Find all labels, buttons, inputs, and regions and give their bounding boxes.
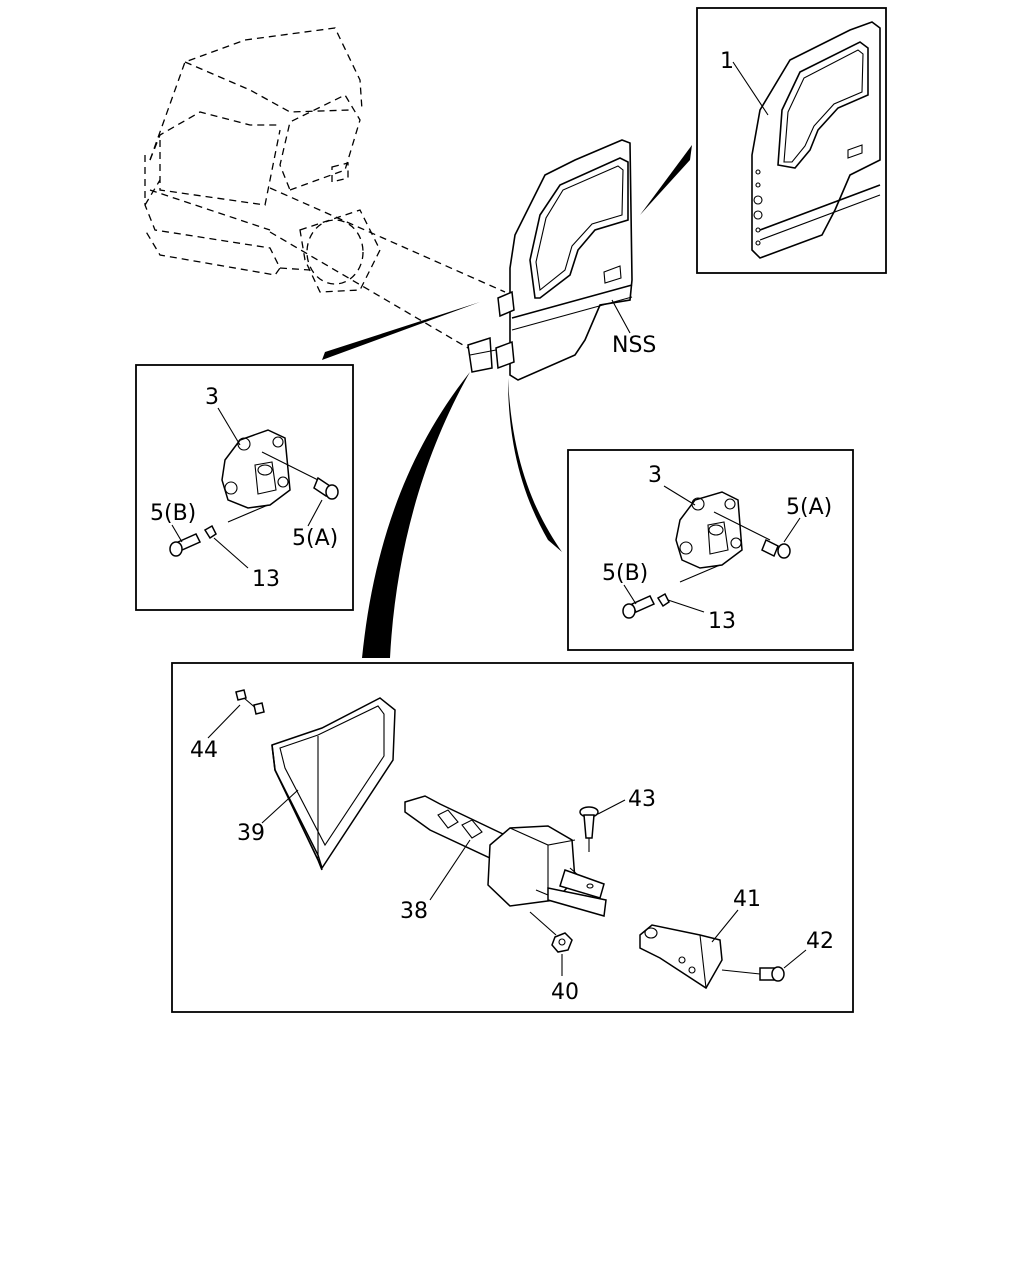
door-panel-drawing bbox=[751, 21, 881, 259]
callout-5b-left-leader bbox=[171, 524, 183, 543]
callout-3-right: 3 bbox=[648, 463, 662, 488]
callout-44-leader bbox=[207, 704, 241, 739]
callout-3-right-leader bbox=[663, 485, 696, 506]
callout-3-left-leader bbox=[217, 407, 241, 446]
door-panel-box bbox=[696, 7, 887, 274]
callout-44: 44 bbox=[190, 738, 218, 763]
left-hinge-drawing bbox=[169, 429, 339, 557]
callout-40: 40 bbox=[551, 980, 579, 1005]
callout-39: 39 bbox=[237, 821, 265, 846]
callout-5a-left: 5(A) bbox=[292, 526, 338, 551]
callout-42-leader bbox=[783, 949, 807, 969]
truck-cab-outline bbox=[144, 27, 506, 356]
callout-38: 38 bbox=[400, 899, 428, 924]
wedge-to-right-hinge bbox=[508, 378, 562, 552]
callout-41-leader bbox=[711, 909, 739, 943]
callout-13-left-leader bbox=[213, 537, 249, 569]
callout-13-left: 13 bbox=[252, 567, 280, 592]
callout-13-right-leader bbox=[667, 599, 705, 613]
callout-43-leader bbox=[597, 799, 626, 815]
callout-5b-right: 5(B) bbox=[602, 561, 648, 586]
callout-39-leader bbox=[261, 789, 299, 824]
callout-43: 43 bbox=[628, 787, 656, 812]
callout-1: 1 bbox=[720, 49, 734, 74]
callout-41: 41 bbox=[733, 887, 761, 912]
nut-40 bbox=[529, 911, 573, 953]
callout-3-left: 3 bbox=[205, 385, 219, 410]
clip-44 bbox=[235, 689, 265, 715]
wedge-to-door-panel bbox=[640, 145, 692, 215]
callout-5b-left: 5(B) bbox=[150, 501, 196, 526]
wedge-to-check-arm bbox=[362, 372, 470, 658]
callout-5a-left-leader bbox=[307, 499, 323, 527]
pin-43 bbox=[579, 806, 599, 852]
callout-38-leader bbox=[429, 839, 471, 901]
callout-42: 42 bbox=[806, 929, 834, 954]
callout-1-leader bbox=[732, 61, 769, 116]
callout-5a-right-leader bbox=[783, 517, 801, 543]
callout-5b-right-leader bbox=[623, 584, 637, 605]
bracket-41 bbox=[639, 924, 723, 990]
check-arm-38 bbox=[404, 795, 607, 917]
wedge-to-left-hinge bbox=[322, 302, 480, 360]
nss-leader bbox=[611, 299, 631, 334]
door-nss bbox=[467, 139, 633, 381]
right-hinge-drawing bbox=[622, 491, 791, 619]
nss-label: NSS bbox=[612, 333, 656, 358]
callout-13-right: 13 bbox=[708, 609, 736, 634]
bolt-42 bbox=[721, 966, 785, 982]
callout-5a-right: 5(A) bbox=[786, 495, 832, 520]
